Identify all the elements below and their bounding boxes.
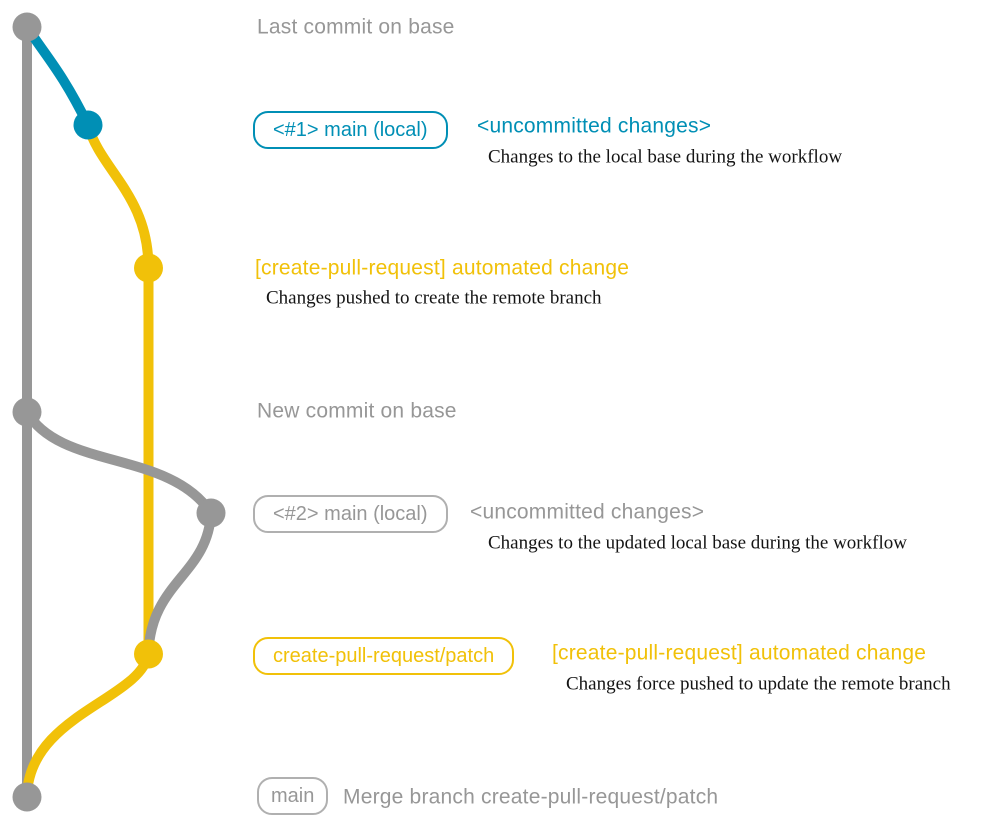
branch-tag-main-local-2: <#2> main (local) (253, 495, 448, 533)
commit-dot-local-2 (196, 498, 226, 528)
commit-dot-last-base (12, 12, 42, 42)
branch-tag-main-local-1: <#1> main (local) (253, 111, 448, 149)
label-merge-branch: Merge branch create-pull-request/patch (343, 785, 719, 809)
branch-tag-create-pull-request-patch-label: create-pull-request/patch (273, 645, 495, 667)
rebase-curve (143, 508, 216, 659)
commit-dot-local-1 (73, 110, 103, 140)
label-new-commit-on-base: New commit on base (257, 399, 457, 423)
caption-updated-local-base-changes: Changes to the updated local base during… (488, 532, 907, 554)
label-last-commit-on-base: Last commit on base (257, 15, 455, 39)
patch-branch-curve-top (83, 120, 154, 273)
local-branch-curve-1 (22, 22, 93, 130)
label-automated-change-2: [create-pull-request] automated change (552, 641, 927, 665)
label-uncommitted-changes-2: <uncommitted changes> (470, 500, 705, 524)
label-uncommitted-changes-1: <uncommitted changes> (477, 114, 712, 138)
commit-dot-merge (12, 782, 42, 812)
commit-dot-new-base (12, 397, 42, 427)
caption-local-base-changes: Changes to the local base during the wor… (488, 146, 843, 168)
commit-dot-patch-2 (134, 639, 163, 669)
branch-tag-create-pull-request-patch: create-pull-request/patch (253, 637, 515, 675)
caption-force-pushed-update-remote: Changes force pushed to update the remot… (566, 673, 951, 695)
caption-pushed-create-remote: Changes pushed to create the remote bran… (266, 287, 602, 309)
merge-curve (22, 649, 154, 802)
branch-tag-main-label: main (271, 785, 315, 807)
commit-dot-patch-1 (134, 253, 163, 283)
label-automated-change-1: [create-pull-request] automated change (255, 256, 630, 280)
branch-tag-main: main (257, 777, 329, 815)
branch-tag-main-local-1-label: <#1> main (local) (273, 119, 428, 141)
local-branch-curve-2 (22, 407, 216, 518)
branch-tag-main-local-2-label: <#2> main (local) (273, 503, 428, 525)
